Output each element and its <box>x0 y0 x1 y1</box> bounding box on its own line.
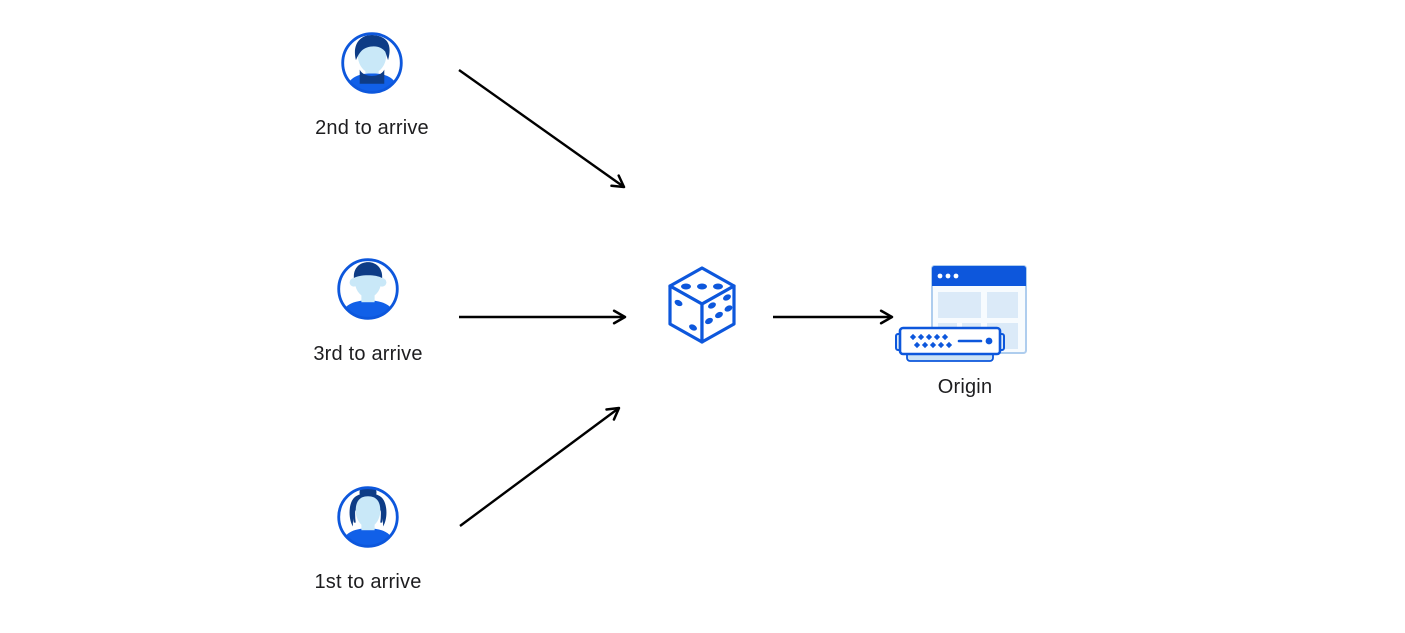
arrow-1st-to-dice <box>459 406 621 527</box>
visitor-node-1st: 1st to arrive <box>293 483 443 594</box>
avatar-man-short-hair-icon <box>334 255 402 323</box>
arrow-2nd-to-dice <box>458 69 626 189</box>
origin-node: Origin <box>885 264 1045 409</box>
visitor-node-3rd: 3rd to arrive <box>293 255 443 366</box>
dice-node <box>664 264 740 348</box>
avatar-man-swept-hair-icon <box>338 29 406 97</box>
visitor-node-2nd: 2nd to arrive <box>297 29 447 140</box>
server-icon <box>895 326 1005 364</box>
dice-icon <box>664 264 740 348</box>
visitor-label-1st: 1st to arrive <box>314 571 422 593</box>
avatar-woman-bun-icon <box>334 483 402 551</box>
origin-label: Origin <box>937 376 993 398</box>
visitor-label-3rd: 3rd to arrive <box>313 343 423 365</box>
visitor-label-2nd: 2nd to arrive <box>315 117 429 139</box>
